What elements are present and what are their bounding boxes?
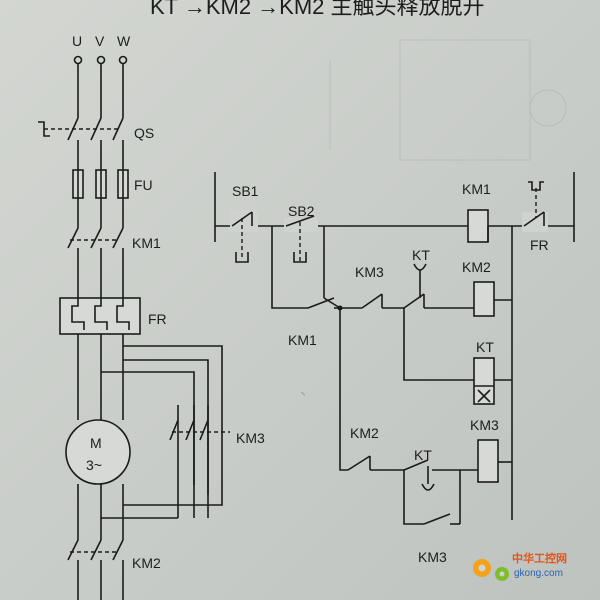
- km1-main-contacts: [67, 227, 124, 298]
- km2-main-contacts: [67, 539, 124, 600]
- kt-branch-wire: [403, 308, 474, 381]
- sb1-label: SB1: [232, 183, 259, 199]
- ghost-text: 、: [300, 382, 316, 399]
- fu-fuses: [72, 169, 129, 228]
- header-text: KT →KM2 →KM2 主触头释放脱开: [150, 0, 485, 19]
- km3-main-label: KM3: [236, 430, 265, 446]
- km3-hold-label: KM3: [418, 549, 447, 565]
- fu-label: FU: [134, 177, 153, 193]
- kt-nc-label: KT: [412, 247, 430, 263]
- qs-switch: [38, 117, 124, 170]
- motor: [65, 419, 131, 540]
- kt-coil: [473, 357, 495, 405]
- background-artifacts: [329, 39, 567, 161]
- terminal-v: [96, 55, 106, 65]
- km1-hold-label: KM1: [288, 332, 317, 348]
- km2-nc-label: KM2: [350, 425, 379, 441]
- kt-coil-label: KT: [476, 339, 494, 355]
- km2-coil: [473, 281, 495, 317]
- watermark-logo: 中华工控网 gkong.com: [473, 551, 567, 581]
- km3-wiring: [101, 345, 230, 519]
- phase-label-u: U: [72, 33, 82, 49]
- km3-holding-contact: [423, 470, 461, 525]
- kt-no-contact: [403, 459, 435, 491]
- gear-icon: [473, 559, 509, 581]
- terminal-u: [73, 55, 83, 65]
- sb2-to-node-wire: [323, 297, 341, 309]
- km3-coil-label: KM3: [470, 417, 499, 433]
- km1-coil: [467, 209, 489, 243]
- km1-main-label: KM1: [132, 235, 161, 251]
- sb2-start-button: [284, 215, 318, 263]
- phase-label-v: V: [95, 33, 105, 49]
- km2-coil-label: KM2: [462, 259, 491, 275]
- phase-label-w: W: [117, 33, 131, 49]
- km3-nc-label: KM3: [355, 264, 384, 280]
- km1-holding-contact: [307, 297, 340, 309]
- fr-nc-contact: [522, 181, 548, 232]
- km3-hold-branch-wire: [403, 470, 424, 525]
- fr-thermal-relay: [59, 297, 141, 420]
- km2-nc-contact: [347, 455, 371, 471]
- kt-nc-contact: [403, 263, 427, 309]
- qs-label: QS: [134, 125, 154, 141]
- fr-main-label: FR: [148, 311, 167, 327]
- km3-coil: [477, 439, 499, 483]
- km3-nc-contact: [361, 293, 383, 309]
- fr-contact-label: FR: [530, 237, 549, 253]
- watermark-brand: 中华工控网: [512, 551, 567, 565]
- watermark-domain: gkong.com: [514, 568, 563, 579]
- km1-coil-label: KM1: [462, 181, 491, 197]
- motor-label: M: [90, 435, 102, 451]
- motor-phase-label: 3~: [86, 457, 102, 473]
- km2-main-label: KM2: [132, 555, 161, 571]
- sb1-stop-button: [230, 210, 258, 263]
- sb2-label: SB2: [288, 203, 315, 219]
- km2-branch-wire: [339, 308, 348, 471]
- sb-branch-wire: [271, 226, 308, 309]
- terminal-w: [118, 55, 128, 65]
- kt-no-label: KT: [414, 447, 432, 463]
